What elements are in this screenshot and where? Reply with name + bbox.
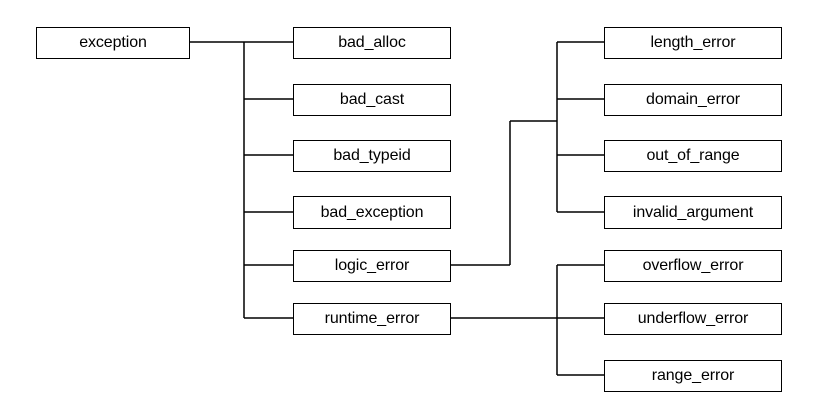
node-out-of-range: out_of_range [604,140,782,172]
node-exception: exception [36,27,190,59]
node-bad-typeid: bad_typeid [293,140,451,172]
node-invalid-argument: invalid_argument [604,196,782,229]
node-overflow-error: overflow_error [604,250,782,282]
node-range-error: range_error [604,360,782,392]
node-runtime-error: runtime_error [293,303,451,335]
node-domain-error: domain_error [604,84,782,116]
node-length-error: length_error [604,27,782,59]
node-underflow-error: underflow_error [604,303,782,335]
node-bad-exception: bad_exception [293,196,451,229]
node-bad-alloc: bad_alloc [293,27,451,59]
node-logic-error: logic_error [293,250,451,282]
node-bad-cast: bad_cast [293,84,451,116]
